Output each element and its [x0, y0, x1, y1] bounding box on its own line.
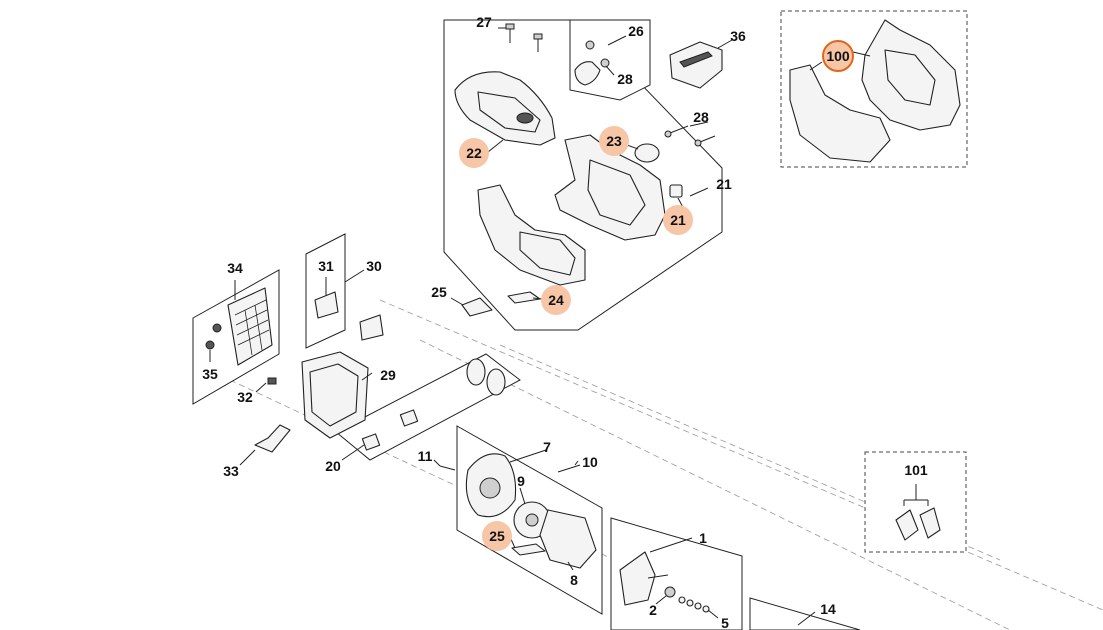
callout-2[interactable]: 2 — [649, 602, 657, 618]
part-34-spring[interactable] — [254, 424, 291, 453]
callout-25-upper[interactable]: 24 — [541, 285, 571, 315]
callout-101[interactable]: 101 — [904, 462, 928, 478]
callout-33[interactable]: 32 — [237, 389, 253, 405]
part-23-handle-cover[interactable] — [454, 71, 556, 146]
part-29-screws[interactable] — [664, 125, 716, 147]
part-33-insert[interactable] — [267, 377, 277, 385]
part-31-clip[interactable] — [314, 291, 384, 341]
callout-23-label: 22 — [466, 145, 482, 161]
callout-24[interactable]: 23 — [599, 126, 629, 156]
callout-27[interactable]: 26 — [628, 23, 644, 39]
callout-11[interactable]: 11 — [418, 448, 433, 464]
callout-22-label: 21 — [670, 212, 686, 228]
part-101-levers[interactable] — [895, 507, 941, 541]
callout-28-top[interactable]: 27 — [476, 14, 492, 30]
part-24-gasket[interactable] — [634, 143, 660, 163]
part-7-fan-cover[interactable] — [465, 453, 517, 518]
part-37-top-cover[interactable] — [669, 41, 723, 89]
callout-34[interactable]: 33 — [223, 463, 239, 479]
callout-26[interactable]: 25 — [431, 284, 447, 300]
callout-7[interactable]: 7 — [543, 439, 551, 455]
callout-24-label: 23 — [606, 133, 622, 149]
callout-28-cover[interactable]: 28 — [617, 71, 633, 87]
callout-32[interactable]: 31 — [318, 258, 334, 274]
part-27-cap[interactable] — [574, 40, 610, 86]
callout-20[interactable]: 20 — [325, 458, 341, 474]
callout-35[interactable]: 34 — [227, 260, 243, 276]
callout-21[interactable]: 21 — [716, 176, 732, 192]
callout-100[interactable]: 100 — [822, 40, 854, 72]
callout-10[interactable]: 10 — [582, 454, 598, 470]
callout-100-label: 100 — [826, 48, 850, 64]
callout-8[interactable]: 8 — [570, 572, 578, 588]
part-25-strip-bottom[interactable] — [511, 543, 546, 556]
callout-36[interactable]: 35 — [202, 366, 218, 382]
part-35-shroud[interactable] — [227, 287, 273, 366]
part-21-housing-left[interactable] — [477, 184, 586, 286]
part-22-cap[interactable] — [669, 184, 683, 198]
part-101-frame — [864, 451, 967, 553]
crankcase-1-frame — [610, 517, 743, 630]
part-36-screws[interactable] — [205, 323, 222, 350]
callout-22[interactable]: 21 — [663, 205, 693, 235]
part-100-housing-set[interactable] — [789, 19, 961, 163]
part-11-screw[interactable] — [439, 465, 456, 471]
callout-25-upper-label: 24 — [548, 292, 564, 308]
callout-numbers: 22 23 21 24 25 100 1 2 5 7 8 9 10 1 — [202, 14, 928, 630]
part-10-pin[interactable] — [557, 464, 581, 473]
callout-1[interactable]: 1 — [699, 530, 707, 546]
part-26-bracket[interactable] — [461, 297, 493, 317]
part-2-seal[interactable] — [664, 586, 676, 598]
part-20-filter-pads[interactable] — [361, 358, 506, 451]
callout-37[interactable]: 36 — [730, 28, 746, 44]
callout-29[interactable]: 28 — [693, 109, 709, 125]
callout-30[interactable]: 29 — [380, 367, 396, 383]
callout-14[interactable]: 14 — [820, 601, 836, 617]
part-28-screws-top[interactable] — [505, 23, 543, 52]
frame-14 — [749, 597, 861, 630]
callout-25-lower-label: 25 — [489, 528, 505, 544]
part-8-shroud[interactable] — [539, 509, 597, 569]
callout-25-lower[interactable]: 25 — [482, 521, 512, 551]
part-5-washers[interactable] — [678, 596, 710, 613]
callout-5[interactable]: 5 — [721, 615, 729, 630]
callout-9[interactable]: 9 — [517, 473, 525, 489]
part-1-starter[interactable] — [619, 551, 669, 606]
callout-31[interactable]: 30 — [366, 258, 382, 274]
callout-23[interactable]: 22 — [459, 138, 489, 168]
part-30-air-box[interactable] — [301, 351, 369, 439]
